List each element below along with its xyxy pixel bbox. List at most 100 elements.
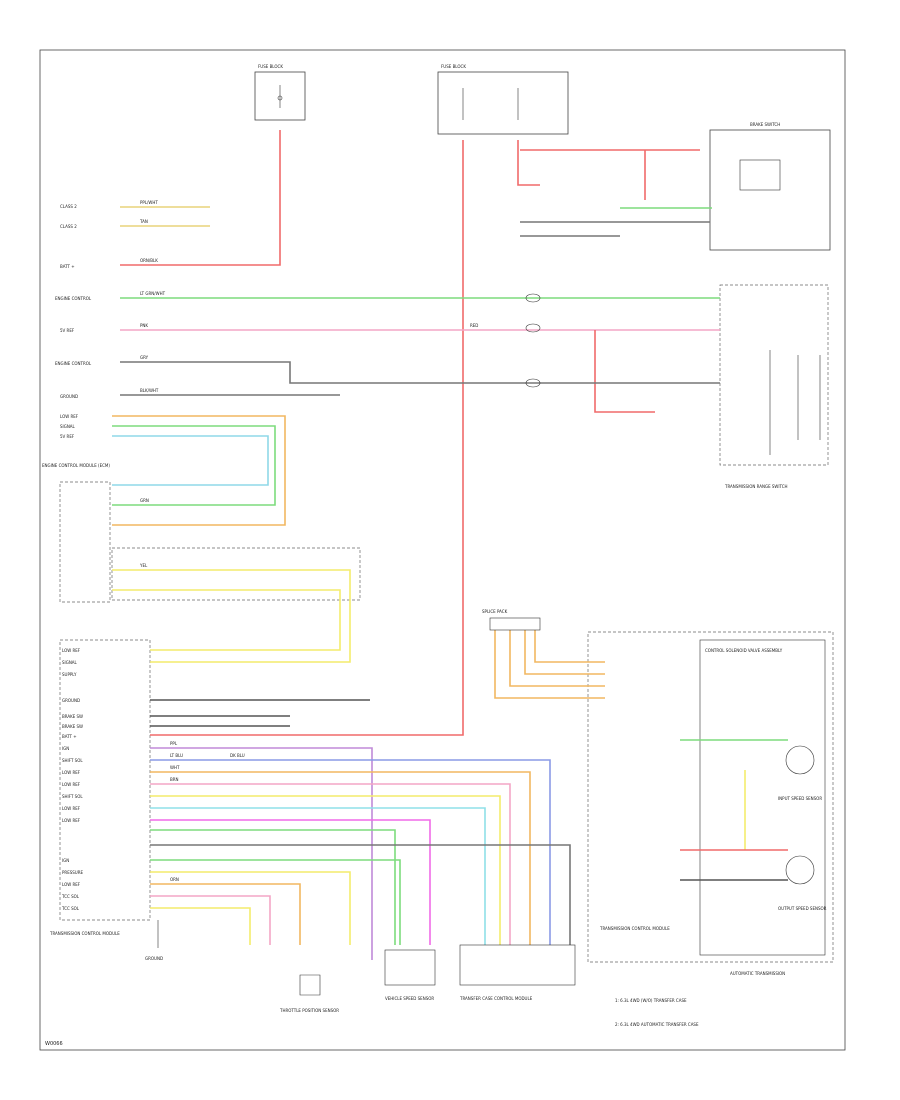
svg-text:BRAKE SWITCH: BRAKE SWITCH bbox=[750, 122, 780, 127]
wire-red-main bbox=[150, 140, 464, 736]
wire-ecm-pink-2 bbox=[150, 895, 271, 945]
footer-note-1: 1: 6.3L 4WD (W/O) TRANSFER CASE bbox=[615, 998, 687, 1003]
svg-text:TRANSMISSION CONTROL MODULE: TRANSMISSION CONTROL MODULE bbox=[49, 931, 120, 936]
splice-pack bbox=[489, 617, 541, 631]
diagram-frame bbox=[39, 49, 846, 1051]
wire-cyan-bundle bbox=[112, 435, 269, 486]
svg-text:CLASS 2: CLASS 2 bbox=[60, 204, 77, 209]
wire-orange-tcm-2 bbox=[524, 630, 605, 675]
svg-text:OUTPUT SPEED SENSOR: OUTPUT SPEED SENSOR bbox=[778, 906, 827, 911]
svg-text:LOW REF: LOW REF bbox=[60, 414, 79, 419]
wire-ecm-yellow bbox=[150, 795, 501, 945]
transfer-case-module: TRANSFER CASE CONTROL MODULE bbox=[459, 944, 576, 1001]
wire-gray-1 bbox=[120, 361, 720, 384]
wire-ecm-purple bbox=[150, 747, 373, 960]
wire-ecm-green bbox=[150, 829, 396, 945]
wire-orange-tcm-4 bbox=[494, 630, 605, 699]
svg-text:SHIFT SOL: SHIFT SOL bbox=[62, 794, 83, 799]
wire-ecm-orange bbox=[150, 771, 531, 945]
wire-yellow-splice-1 bbox=[112, 569, 351, 663]
wire-red-top-right bbox=[517, 140, 700, 186]
svg-text:PPL/WHT: PPL/WHT bbox=[140, 200, 158, 205]
inline-connectors bbox=[525, 293, 541, 388]
svg-text:BRAKE SW: BRAKE SW bbox=[62, 714, 83, 719]
svg-text:LOW REF: LOW REF bbox=[62, 782, 81, 787]
svg-text:CLASS 2: CLASS 2 bbox=[60, 224, 77, 229]
svg-text:ORN: ORN bbox=[170, 877, 179, 882]
brake-switch-module: BRAKE SWITCH bbox=[709, 122, 831, 251]
svg-text:LT GRN/WHT: LT GRN/WHT bbox=[140, 291, 166, 296]
wire-ecm-cyan bbox=[150, 807, 486, 945]
svg-text:LOW REF: LOW REF bbox=[62, 882, 81, 887]
svg-text:SIGNAL: SIGNAL bbox=[62, 660, 78, 665]
throttle-sensor: THROTTLE POSITION SENSOR bbox=[279, 974, 339, 1013]
svg-text:GRN: GRN bbox=[140, 498, 149, 503]
footer-note-2: 2: 6.3L 4WD AUTOMATIC TRANSFER CASE bbox=[615, 1022, 699, 1027]
svg-text:ENGINE CONTROL MODULE (ECM): ENGINE CONTROL MODULE (ECM) bbox=[42, 463, 110, 468]
vehicle-speed-sensor: VEHICLE SPEED SENSOR bbox=[384, 949, 436, 1001]
svg-text:LT BLU: LT BLU bbox=[170, 753, 183, 758]
wire-orange-bundle bbox=[112, 415, 286, 526]
svg-text:ENGINE CONTROL: ENGINE CONTROL bbox=[55, 361, 92, 366]
svg-text:PPL: PPL bbox=[170, 741, 178, 746]
wire-ecm-blue bbox=[150, 759, 551, 945]
fuse-block-right: FUSE BLOCK bbox=[437, 64, 569, 135]
svg-text:TRANSMISSION RANGE SWITCH: TRANSMISSION RANGE SWITCH bbox=[724, 484, 788, 489]
svg-text:SUPPLY: SUPPLY bbox=[62, 672, 77, 677]
svg-text:LOW REF: LOW REF bbox=[62, 770, 81, 775]
svg-text:BATT +: BATT + bbox=[60, 264, 75, 269]
svg-text:AUTOMATIC TRANSMISSION: AUTOMATIC TRANSMISSION bbox=[730, 971, 785, 976]
splice-frame bbox=[111, 547, 361, 601]
svg-text:BRAKE SW: BRAKE SW bbox=[62, 724, 83, 729]
svg-text:RED: RED bbox=[470, 323, 478, 328]
wire-gray-3 bbox=[520, 221, 710, 237]
wire-ecm-yellow-3 bbox=[150, 907, 251, 945]
svg-text:PRESSURE: PRESSURE bbox=[62, 870, 84, 875]
wire-ecm-yellow-2 bbox=[150, 871, 351, 945]
wire-ecm-pink bbox=[150, 783, 511, 945]
svg-text:FUSE BLOCK: FUSE BLOCK bbox=[441, 64, 466, 69]
svg-text:DK BLU: DK BLU bbox=[230, 753, 245, 758]
svg-text:FUSE BLOCK: FUSE BLOCK bbox=[258, 64, 283, 69]
ecm-lower-block: TRANSMISSION CONTROL MODULE bbox=[49, 639, 151, 936]
automatic-transmission-box: AUTOMATIC TRANSMISSION CONTROL SOLENOID … bbox=[587, 631, 834, 976]
svg-text:TRANSMISSION CONTROL MODULE: TRANSMISSION CONTROL MODULE bbox=[599, 926, 670, 931]
ecm-pin-labels: LOW REF SIGNAL SUPPLY GROUND BRAKE SW BR… bbox=[61, 648, 84, 911]
svg-text:5V REF: 5V REF bbox=[60, 434, 75, 439]
svg-text:LOW REF: LOW REF bbox=[62, 806, 81, 811]
wire-yellow-splice-2 bbox=[112, 589, 341, 651]
svg-text:ORN/BLK: ORN/BLK bbox=[140, 258, 158, 263]
svg-text:WHT: WHT bbox=[170, 765, 180, 770]
svg-text:LOW REF: LOW REF bbox=[62, 818, 81, 823]
wire-orange-tcm-3 bbox=[509, 630, 605, 687]
svg-text:THROTTLE POSITION SENSOR: THROTTLE POSITION SENSOR bbox=[279, 1008, 339, 1013]
range-switch-module: TRANSMISSION RANGE SWITCH bbox=[719, 284, 829, 489]
svg-text:GRY: GRY bbox=[140, 355, 149, 360]
svg-text:TAN: TAN bbox=[139, 219, 148, 224]
svg-text:BATT +: BATT + bbox=[62, 734, 77, 739]
svg-text:VEHICLE SPEED SENSOR: VEHICLE SPEED SENSOR bbox=[385, 996, 434, 1001]
svg-text:SIGNAL: SIGNAL bbox=[60, 424, 76, 429]
svg-text:PNK: PNK bbox=[140, 323, 148, 328]
left-pin-labels: CLASS 2 CLASS 2 BATT + ENGINE CONTROL 5V… bbox=[55, 204, 92, 439]
svg-text:IGN: IGN bbox=[62, 746, 69, 751]
wire-red-left bbox=[120, 130, 281, 266]
svg-text:TCC SOL: TCC SOL bbox=[61, 894, 80, 899]
fuse-block-left: FUSE BLOCK bbox=[254, 64, 306, 121]
ecm-upper-block: ENGINE CONTROL MODULE (ECM) bbox=[42, 463, 110, 603]
wire-ecm-orange-2 bbox=[150, 883, 301, 945]
ground-symbol: GROUND bbox=[145, 920, 163, 961]
svg-text:GROUND: GROUND bbox=[60, 394, 78, 399]
svg-text:BLK/WHT: BLK/WHT bbox=[140, 388, 159, 393]
svg-text:ENGINE CONTROL: ENGINE CONTROL bbox=[55, 296, 92, 301]
svg-text:GROUND: GROUND bbox=[62, 698, 80, 703]
svg-text:SPLICE PACK: SPLICE PACK bbox=[482, 609, 508, 614]
svg-text:CONTROL SOLENOID VALVE ASSEMBL: CONTROL SOLENOID VALVE ASSEMBLY bbox=[705, 648, 783, 653]
svg-text:IGN: IGN bbox=[62, 858, 69, 863]
svg-text:SHIFT SOL: SHIFT SOL bbox=[62, 758, 83, 763]
wire-pink-drop bbox=[594, 330, 655, 413]
svg-text:BRN: BRN bbox=[170, 777, 179, 782]
wire-color-tags: PPL/WHT TAN ORN/BLK LT GRN/WHT PNK GRY B… bbox=[139, 200, 478, 882]
svg-text:INPUT SPEED SENSOR: INPUT SPEED SENSOR bbox=[778, 796, 822, 801]
